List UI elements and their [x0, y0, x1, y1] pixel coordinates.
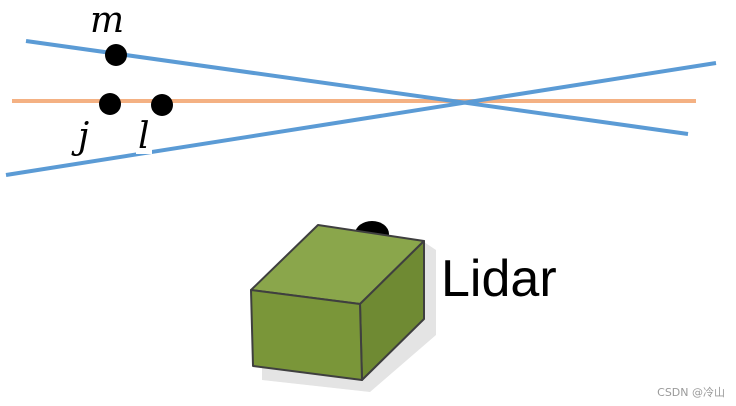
watermark: CSDN @冷山: [657, 386, 725, 399]
point-m: [105, 44, 127, 66]
lidar-box: [250, 224, 425, 381]
point-l: [151, 94, 173, 116]
blue-line-ascending: [5, 61, 717, 177]
label-l: l: [138, 116, 150, 157]
blue-line-descending: [25, 39, 689, 136]
label-m: m: [90, 0, 124, 41]
box-front-face: [250, 289, 363, 381]
label-j: j: [71, 116, 89, 157]
point-j: [99, 93, 121, 115]
label-l-underline-gap: [136, 148, 152, 154]
lidar-label: Lidar: [441, 250, 557, 308]
